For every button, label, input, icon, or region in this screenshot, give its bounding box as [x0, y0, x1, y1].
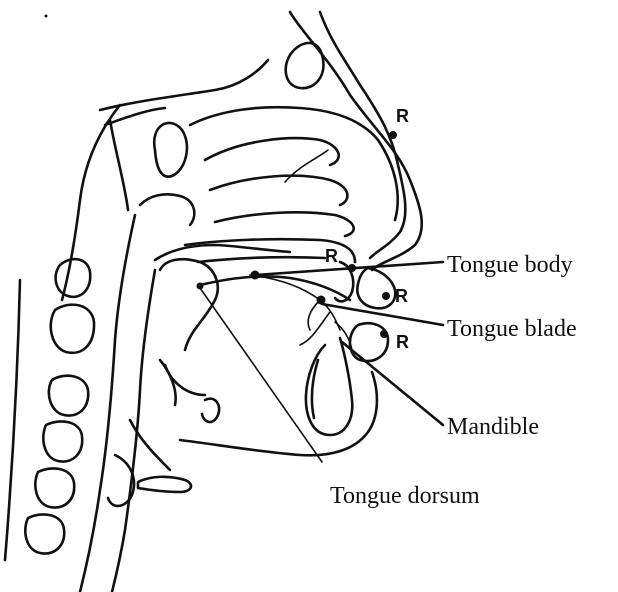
middle-concha	[210, 176, 347, 205]
vertebra-4	[43, 421, 82, 461]
ink-speck	[45, 15, 48, 18]
reference-marker-incisor: R	[325, 246, 338, 266]
nasal-cavity-roof	[190, 107, 398, 220]
pharyngeal-wall-anterior	[112, 270, 155, 592]
upper-lip	[357, 268, 395, 308]
label-tongue-blade: Tongue blade	[447, 316, 577, 342]
vertebra-3	[49, 376, 88, 416]
nasopharynx-wall	[140, 194, 194, 225]
tongue-back	[160, 259, 218, 350]
reference-sensor-nose	[389, 131, 397, 139]
reference-sensor-lower-lip	[380, 330, 388, 338]
epiglottis	[160, 360, 176, 405]
leader-tongue-body	[255, 262, 443, 275]
vertebra-5	[35, 468, 74, 507]
vertebra-6	[25, 514, 64, 553]
label-tongue-dorsum: Tongue dorsum	[330, 483, 480, 509]
sensor-wire-branch-1	[308, 300, 320, 330]
lower-lip	[350, 323, 388, 361]
leader-mandible	[342, 342, 443, 425]
hyoid-bone	[202, 399, 219, 422]
mandible-inner	[312, 360, 318, 418]
reference-marker-lower-lip: R	[396, 332, 409, 352]
sensor-wire-main	[250, 275, 340, 330]
sensor-wire-branch-2	[300, 312, 330, 345]
thyroid-cartilage	[108, 455, 134, 506]
leader-tongue-dorsum	[200, 288, 322, 462]
label-tongue-body: Tongue body	[447, 252, 573, 278]
reference-marker-nose: R	[396, 106, 409, 126]
superior-concha	[205, 138, 339, 165]
spinal-canal-line	[5, 280, 20, 560]
pharyngeal-wall-posterior	[80, 215, 135, 592]
occipital-contour-2	[110, 120, 128, 210]
chin-neck-outline	[180, 372, 377, 455]
vertebra-1	[56, 259, 91, 297]
vocal-fold	[138, 477, 191, 492]
reference-marker-upper-lip: R	[395, 286, 408, 306]
sphenoid-sinus	[154, 123, 187, 177]
reference-sensor-lip	[382, 292, 390, 300]
inferior-concha	[215, 212, 354, 236]
vertebra-2	[51, 305, 94, 353]
skull-base-inner	[105, 108, 165, 125]
face-profile-outline	[290, 12, 422, 270]
label-mandible: Mandible	[447, 414, 539, 440]
hard-palate-lower	[198, 257, 325, 262]
skull-base	[100, 60, 268, 110]
